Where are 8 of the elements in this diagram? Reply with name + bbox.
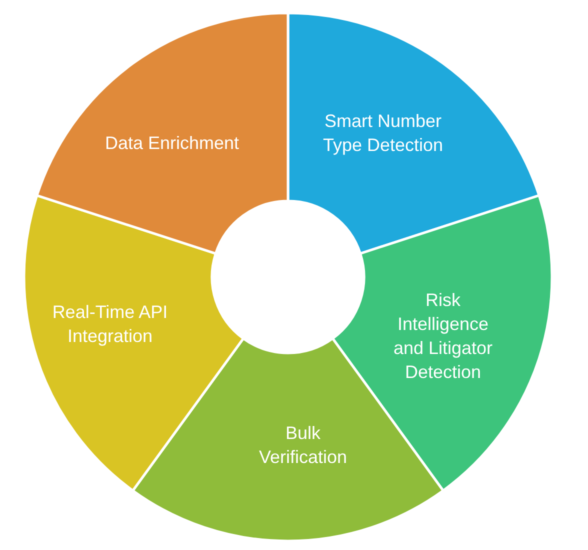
segment-label: Smart Number Type Detection <box>322 110 444 157</box>
segment-label: Data Enrichment <box>104 132 240 155</box>
ring-segment <box>36 13 288 254</box>
segment-label: Bulk Verification <box>258 422 348 469</box>
segment-label: Real-Time API Integration <box>51 301 169 348</box>
ring-segment <box>288 13 540 254</box>
segment-label: Risk Intelligence and Litigator Detection <box>392 289 494 384</box>
ring-segment <box>24 195 244 491</box>
